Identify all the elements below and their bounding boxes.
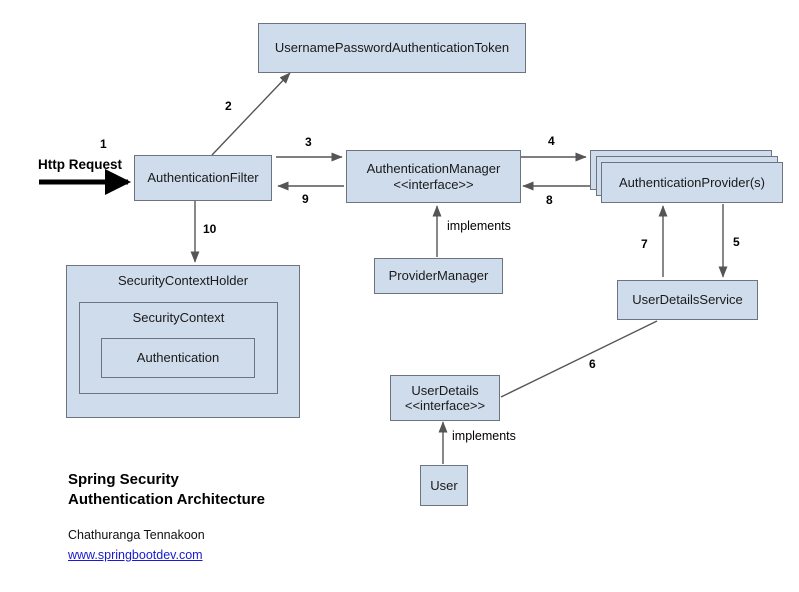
edge-number-7: 7 bbox=[641, 237, 648, 251]
page-title-line-2: Authentication Architecture bbox=[68, 491, 265, 509]
edge-label-provider-manager-implements: implements bbox=[447, 219, 511, 233]
node-user-details-service[interactable]: UserDetailsService bbox=[617, 280, 758, 320]
edge-number-3: 3 bbox=[305, 135, 312, 149]
author-name: Chathuranga Tennakoon bbox=[68, 528, 205, 542]
edge-number-8: 8 bbox=[546, 193, 553, 207]
edge-number-10: 10 bbox=[203, 222, 217, 236]
edge-number-9: 9 bbox=[302, 192, 309, 206]
edge-number-1: 1 bbox=[100, 137, 107, 151]
node-username-password-authentication-token[interactable]: UsernamePasswordAuthenticationToken bbox=[258, 23, 526, 73]
node-authentication[interactable]: Authentication bbox=[101, 338, 255, 378]
edge-number-2: 2 bbox=[225, 99, 232, 113]
node-authentication-manager[interactable]: AuthenticationManager <<interface>> bbox=[346, 150, 521, 203]
website-link[interactable]: www.springbootdev.com bbox=[68, 548, 203, 562]
page-title-line-1: Spring Security bbox=[68, 471, 179, 488]
node-authentication-provider[interactable]: AuthenticationProvider(s) bbox=[601, 162, 783, 203]
authentication-manager-label: AuthenticationManager bbox=[366, 161, 501, 177]
node-user[interactable]: User bbox=[420, 465, 468, 506]
user-label: User bbox=[430, 477, 458, 493]
edge-number-4: 4 bbox=[548, 134, 555, 148]
authentication-manager-stereotype: <<interface>> bbox=[393, 176, 474, 192]
security-context-label: SecurityContext bbox=[132, 310, 225, 325]
user-details-service-label: UserDetailsService bbox=[632, 292, 743, 308]
edge-number-5: 5 bbox=[733, 235, 740, 249]
user-details-label: UserDetails bbox=[411, 382, 479, 398]
edge-label-user-implements: implements bbox=[452, 429, 516, 443]
token-label: UsernamePasswordAuthenticationToken bbox=[274, 40, 510, 56]
node-authentication-filter[interactable]: AuthenticationFilter bbox=[134, 155, 272, 201]
node-user-details[interactable]: UserDetails <<interface>> bbox=[390, 375, 500, 421]
user-details-stereotype: <<interface>> bbox=[404, 398, 486, 413]
provider-manager-label: ProviderManager bbox=[388, 268, 489, 284]
security-context-holder-label: SecurityContextHolder bbox=[117, 273, 249, 288]
http-request-label: Http Request bbox=[38, 157, 122, 172]
arrow-filter-to-token bbox=[211, 72, 291, 156]
authentication-provider-label: AuthenticationProvider(s) bbox=[619, 174, 765, 190]
node-provider-manager[interactable]: ProviderManager bbox=[374, 258, 503, 294]
edge-number-6: 6 bbox=[589, 357, 596, 371]
page-title: Spring Security Authentication Architect… bbox=[68, 470, 265, 511]
authentication-label: Authentication bbox=[136, 350, 220, 366]
authentication-filter-label: AuthenticationFilter bbox=[147, 170, 259, 186]
line-uds-to-userdetails bbox=[500, 320, 658, 398]
